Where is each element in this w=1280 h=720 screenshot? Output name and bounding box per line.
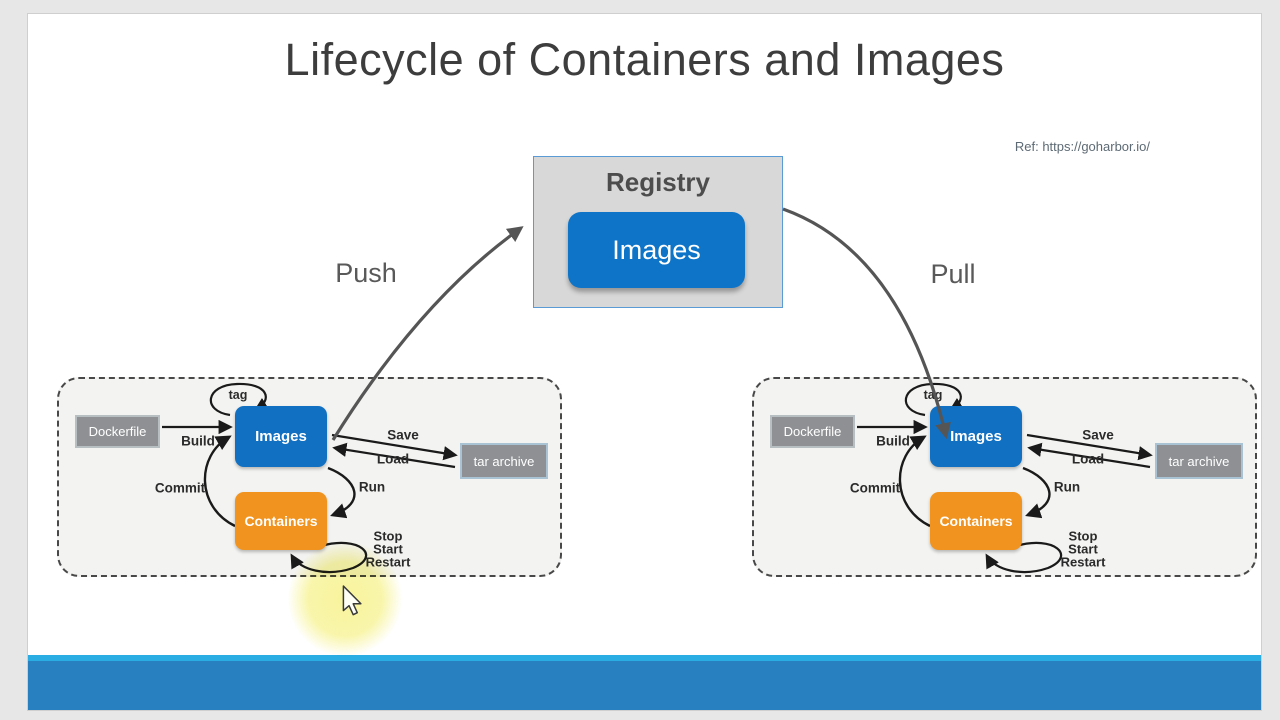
save-label: Save <box>387 427 419 443</box>
registry-title: Registry <box>605 167 711 197</box>
push-label: Push <box>335 258 397 288</box>
stop-start-restart-label: Stop Start Restart <box>1061 530 1106 569</box>
stop-label: Stop <box>373 528 403 544</box>
save-label: Save <box>1082 427 1114 443</box>
dockerfile-node: Dockerfile <box>75 415 160 448</box>
registry-images-node: Images <box>568 212 745 288</box>
build-label: Build <box>181 433 215 449</box>
images-node: Images <box>930 406 1022 467</box>
bottom-bar <box>28 661 1261 710</box>
stop-start-restart-label: Stop Start Restart <box>366 530 411 569</box>
lifecycle-diagram-left: Dockerfile Images Containers tar archive… <box>57 377 562 577</box>
registry-box: Registry Images <box>533 156 783 308</box>
tar-archive-node: tar archive <box>1155 443 1243 479</box>
run-label: Run <box>358 479 386 495</box>
start-label: Start <box>1068 541 1098 557</box>
stop-label: Stop <box>1068 528 1098 544</box>
pull-label: Pull <box>930 259 976 289</box>
load-label: Load <box>1071 451 1105 467</box>
page-title: Lifecycle of Containers and Images <box>284 34 1005 85</box>
lifecycle-diagram-right: Dockerfile Images Containers tar archive… <box>752 377 1257 577</box>
run-label: Run <box>1053 479 1081 495</box>
tar-archive-node: tar archive <box>460 443 548 479</box>
containers-node: Containers <box>235 492 327 550</box>
restart-label: Restart <box>365 554 411 570</box>
commit-label: Commit <box>154 480 206 496</box>
slide-canvas <box>27 13 1262 711</box>
reference-link-text: Ref: https://goharbor.io/ <box>1014 139 1150 154</box>
tag-label: tag <box>228 388 248 402</box>
dockerfile-node: Dockerfile <box>770 415 855 448</box>
restart-label: Restart <box>1060 554 1106 570</box>
bottom-accent-strip <box>28 655 1261 661</box>
tag-label: tag <box>923 388 943 402</box>
load-label: Load <box>376 451 410 467</box>
build-label: Build <box>876 433 910 449</box>
images-node: Images <box>235 406 327 467</box>
containers-node: Containers <box>930 492 1022 550</box>
commit-label: Commit <box>849 480 901 496</box>
